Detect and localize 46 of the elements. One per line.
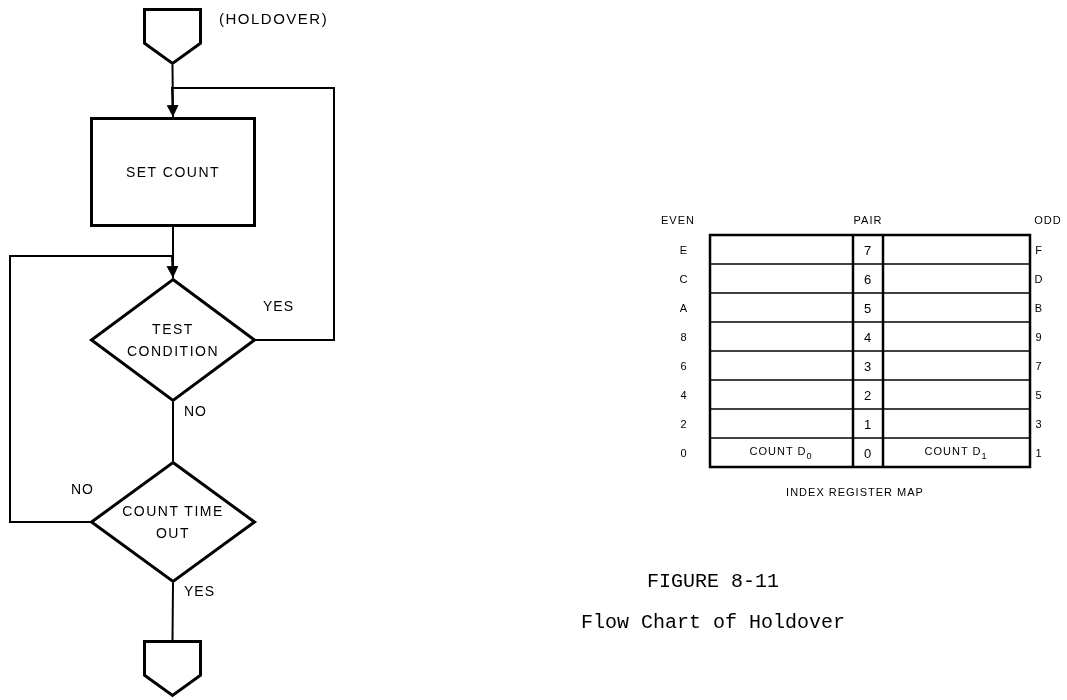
cell-text: COUNT D$_{0}$ — [749, 444, 813, 461]
register-number: E — [679, 243, 689, 256]
register-number: 0 — [680, 446, 688, 459]
node-label: TEST CONDITION — [125, 319, 221, 361]
register-number: 3 — [1035, 417, 1043, 430]
node-label: SET COUNT — [125, 162, 221, 182]
edge-label: NO — [183, 403, 208, 419]
register-number: 7 — [1035, 359, 1043, 372]
off-page-connector — [143, 640, 202, 697]
register-number: F — [1035, 243, 1043, 256]
connector-caption: (HOLDOVER) — [219, 10, 329, 27]
pair-number: 7 — [863, 242, 873, 257]
register-number: A — [679, 301, 689, 314]
pair-number: 4 — [863, 329, 873, 344]
edge-label: NO — [70, 481, 95, 497]
register-number: 9 — [1035, 330, 1043, 343]
register-number: 4 — [680, 388, 688, 401]
node-label: COUNT TIME OUT — [121, 501, 225, 543]
register-number: 8 — [680, 330, 688, 343]
map-title: INDEX REGISTER MAP — [786, 486, 924, 498]
connector-arrow — [9, 255, 179, 523]
column-header: ODD — [1034, 214, 1062, 226]
register-number: D — [1034, 272, 1044, 285]
figure-caption: Flow Chart of Holdover — [581, 611, 845, 634]
pair-number: 0 — [863, 445, 873, 460]
off-page-connector — [143, 8, 202, 65]
connector-arrow — [166, 87, 335, 341]
pair-number: 6 — [863, 271, 873, 286]
cell-text: COUNT D$_{1}$ — [924, 444, 988, 461]
edge-label: YES — [262, 298, 295, 314]
process-box — [90, 117, 256, 227]
register-number: C — [679, 272, 689, 285]
figure-number: FIGURE 8-11 — [647, 570, 779, 593]
column-header: PAIR — [853, 214, 883, 226]
decision-diamond — [90, 278, 256, 402]
register-number: 1 — [1035, 446, 1043, 459]
register-number: 2 — [680, 417, 688, 430]
register-number: B — [1034, 301, 1044, 314]
column-header: EVEN — [661, 214, 695, 226]
pair-number: 2 — [863, 387, 873, 402]
edge-label: YES — [183, 583, 216, 599]
pair-number: 1 — [863, 416, 873, 431]
register-number: 6 — [680, 359, 688, 372]
pair-number: 3 — [863, 358, 873, 373]
register-number: 5 — [1035, 388, 1043, 401]
pair-number: 5 — [863, 300, 873, 315]
